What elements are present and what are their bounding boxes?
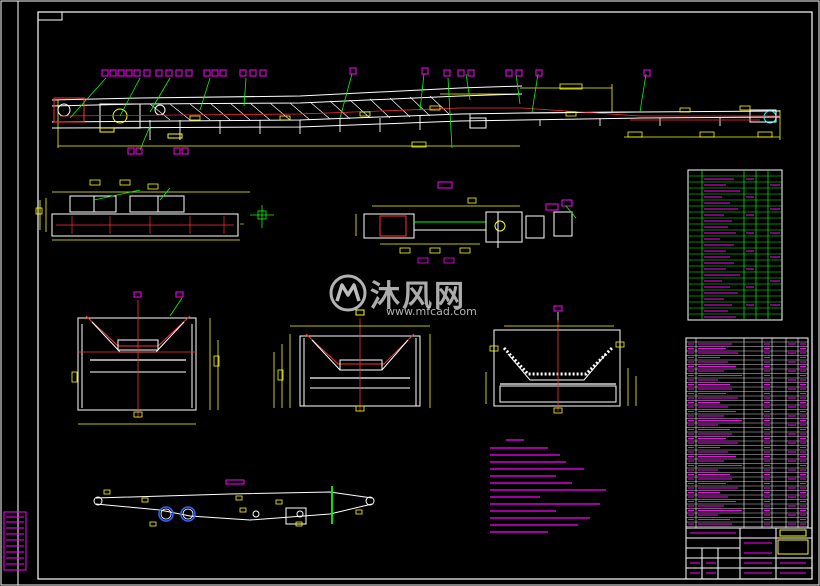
trough-idler-view-1 (71, 291, 220, 425)
drive-unit-plan-view (35, 179, 274, 241)
title-block (685, 527, 813, 580)
bill-of-materials-table (685, 337, 809, 529)
impact-idler-view (485, 305, 637, 414)
conveyor-elevation-view (51, 67, 781, 155)
technical-notes-block (490, 439, 606, 533)
parts-list-table (687, 169, 783, 321)
trough-idler-view-2 (273, 309, 431, 412)
take-up-device-view (355, 181, 577, 264)
belt-routing-diagram (93, 479, 375, 527)
